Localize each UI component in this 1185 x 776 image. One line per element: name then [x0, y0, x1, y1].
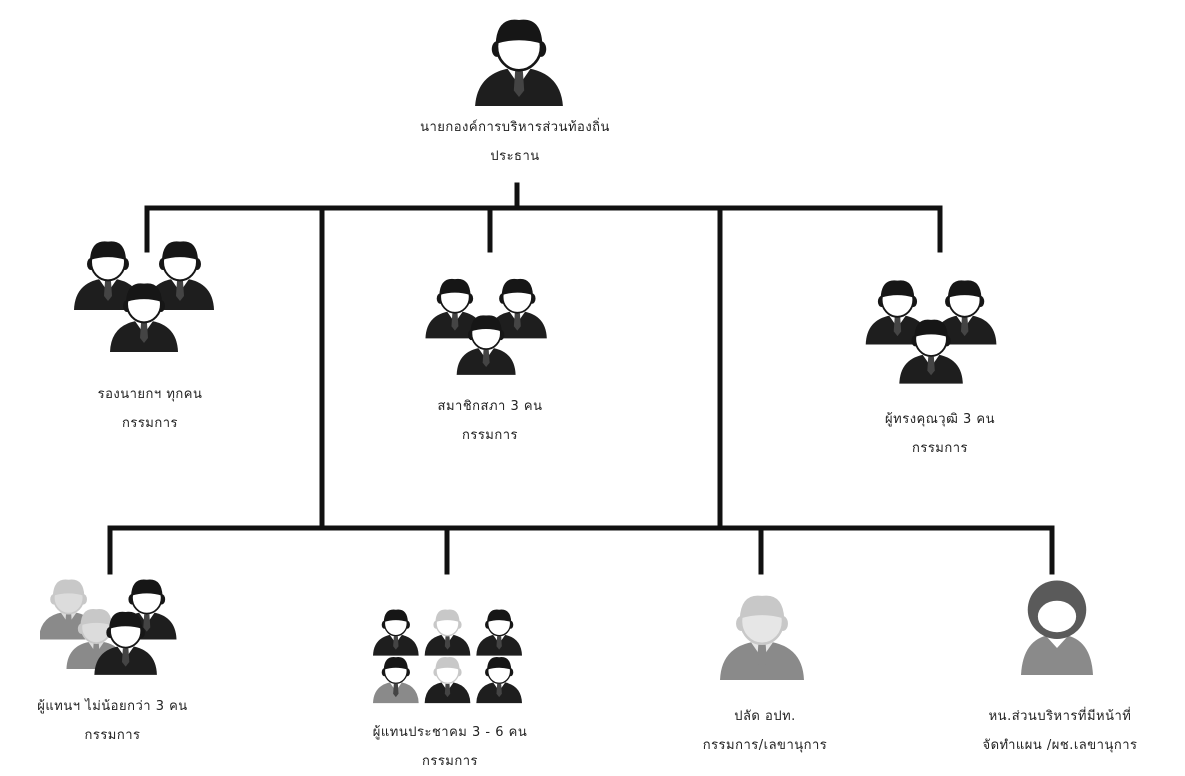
- group-six-icon: [372, 609, 523, 704]
- group-three-icon: [865, 280, 997, 384]
- node-role: ประธาน: [490, 149, 540, 164]
- node-title: ผู้ทรงคุณวุฒิ 3 คน: [885, 412, 995, 427]
- node-role: กรรมการ: [121, 416, 179, 431]
- node-title: หน.ส่วนบริหารที่มีหน้าที่: [988, 709, 1132, 724]
- node-experts: ผู้ทรงคุณวุฒิ 3 คน กรรมการ: [830, 405, 1050, 463]
- node-title: รองนายกฯ ทุกคน: [97, 387, 203, 402]
- person-faded-icon: [720, 595, 804, 680]
- node-community-leaders: ผู้แทนฯ ไม่น้อยกว่า 3 คน กรรมการ: [0, 692, 225, 750]
- node-role: กรรมการ: [421, 754, 479, 769]
- node-role: จัดทำแผน /ผช.เลขานุการ: [982, 738, 1138, 753]
- node-role: กรรมการ/เลขานุการ: [702, 738, 828, 753]
- group-three-icon: [425, 278, 547, 375]
- node-title: ผู้แทนฯ ไม่น้อยกว่า 3 คน: [37, 699, 188, 714]
- person-icon: [475, 19, 563, 106]
- node-chief-officer: ปลัด อปท. กรรมการ/เลขานุการ: [660, 702, 870, 760]
- node-title: ปลัด อปท.: [734, 709, 796, 724]
- node-deputies: รองนายกฯ ทุกคน กรรมการ: [40, 380, 260, 438]
- node-planning-head: หน.ส่วนบริหารที่มีหน้าที่ จัดทำแผน /ผช.เ…: [945, 702, 1175, 760]
- node-title: สมาชิกสภา 3 คน: [437, 399, 543, 414]
- node-citizen-reps: ผู้แทนประชาคม 3 - 6 คน กรรมการ: [335, 718, 565, 776]
- node-role: กรรมการ: [461, 428, 519, 443]
- group-crowd-icon: [40, 579, 177, 675]
- person-round-icon: [1021, 580, 1093, 675]
- node-role: กรรมการ: [84, 728, 141, 743]
- node-title: นายกองค์การบริหารส่วนท้องถิ่น: [420, 120, 610, 135]
- group-three-icon: [74, 241, 214, 352]
- node-title: ผู้แทนประชาคม 3 - 6 คน: [372, 725, 528, 740]
- node-council-members: สมาชิกสภา 3 คน กรรมการ: [380, 392, 600, 450]
- node-president: นายกองค์การบริหารส่วนท้องถิ่น ประธาน: [345, 113, 685, 171]
- node-role: กรรมการ: [911, 441, 969, 456]
